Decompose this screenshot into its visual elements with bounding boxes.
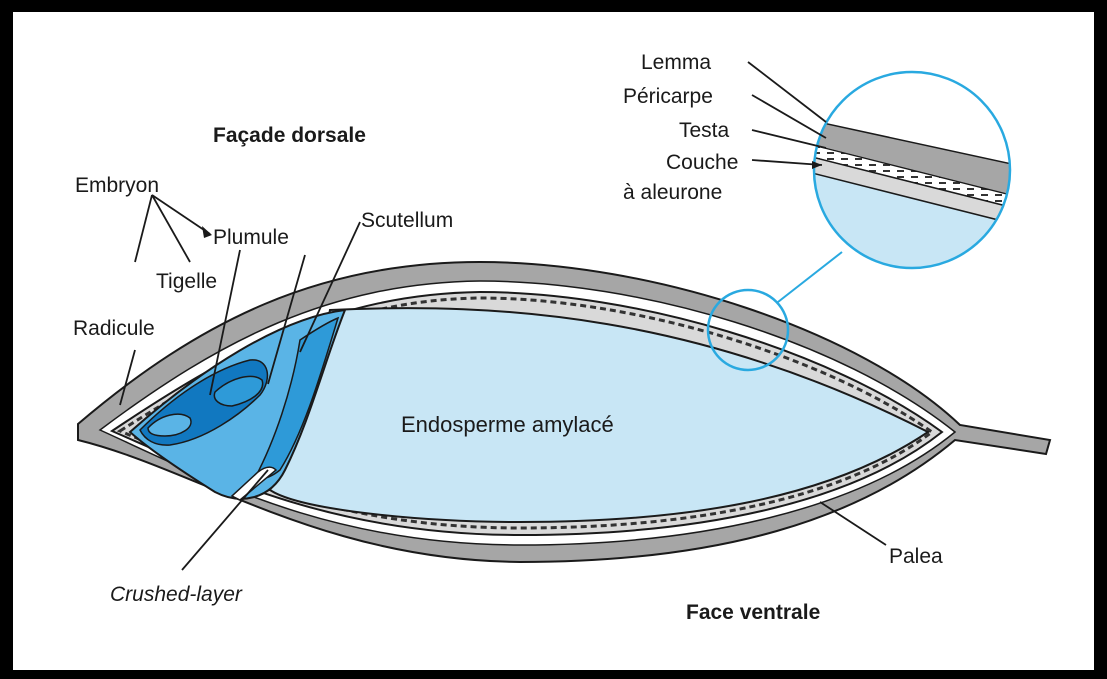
couche-label-line2: à aleurone (623, 182, 722, 203)
radicule-label: Radicule (73, 318, 155, 339)
scutellum-label: Scutellum (361, 210, 453, 231)
crushed-layer-label: Crushed-layer (110, 584, 242, 605)
magnifier-connector (778, 252, 842, 302)
face-ventrale-label: Face ventrale (686, 602, 820, 623)
couche-label-line1: Couche (666, 152, 738, 173)
endosperme-label: Endosperme amylacé (401, 414, 614, 436)
plumule-label: Plumule (213, 227, 289, 248)
testa-label: Testa (679, 120, 729, 141)
facade-dorsale-label: Façade dorsale (213, 125, 366, 146)
palea-label: Palea (889, 546, 943, 567)
pericarpe-label: Péricarpe (623, 86, 713, 107)
magnified-layers (800, 60, 1030, 290)
lemma-label: Lemma (641, 52, 711, 73)
tigelle-label: Tigelle (156, 271, 217, 292)
embryon-label: Embryon (75, 175, 159, 196)
